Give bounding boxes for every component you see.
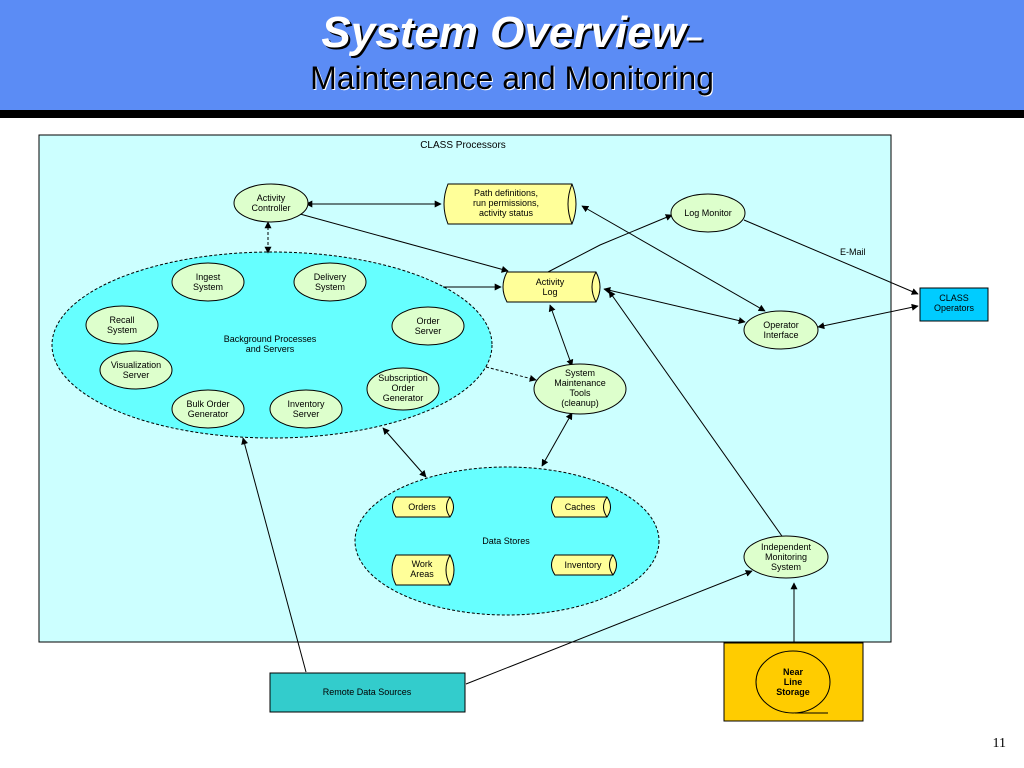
edge-monitoring-activitylog — [608, 290, 785, 540]
slide-title: System Overview– — [321, 8, 703, 57]
svg-text:Path definitions,run permissio: Path definitions,run permissions,activit… — [473, 188, 539, 218]
slide-header — [0, 0, 1024, 110]
log-monitor-node: Log Monitor — [670, 193, 746, 233]
edge-logmonitor-classops — [743, 219, 919, 295]
data-stores-label: Data Stores — [482, 536, 530, 546]
remote-data-sources-box: Remote Data Sources — [269, 672, 466, 713]
edge-background-maintenance — [485, 366, 537, 382]
edge-activitylog-maintenance — [548, 304, 574, 367]
svg-text:Caches: Caches — [565, 502, 596, 512]
svg-text:Remote Data Sources: Remote Data Sources — [323, 687, 412, 697]
path-definitions-cylinder: Path definitions,run permissions,activit… — [443, 183, 577, 225]
svg-text:Orders: Orders — [408, 502, 436, 512]
caches-cylinder: Caches — [551, 496, 611, 518]
edge-operator-classops — [817, 303, 919, 330]
edge-background-datastores — [382, 427, 427, 478]
panel-title: CLASS Processors — [420, 140, 506, 151]
slide-number: 11 — [992, 736, 1006, 751]
email-label: E-Mail — [840, 247, 866, 257]
edge-maintenance-datastores — [541, 412, 573, 467]
slide-subtitle: Maintenance and Monitoring — [310, 60, 714, 96]
inventory-cylinder: Inventory — [551, 554, 617, 576]
svg-text:Log Monitor: Log Monitor — [684, 208, 732, 218]
header-divider — [0, 110, 1024, 118]
svg-text:Inventory: Inventory — [564, 560, 602, 570]
edge-controller-activitylog — [299, 213, 509, 273]
edge-remote-monitoring — [465, 570, 753, 685]
orders-cylinder: Orders — [392, 496, 454, 518]
edge-remote-background — [241, 437, 307, 673]
edge-activitylog-operator — [603, 287, 746, 324]
connectors — [241, 200, 919, 685]
